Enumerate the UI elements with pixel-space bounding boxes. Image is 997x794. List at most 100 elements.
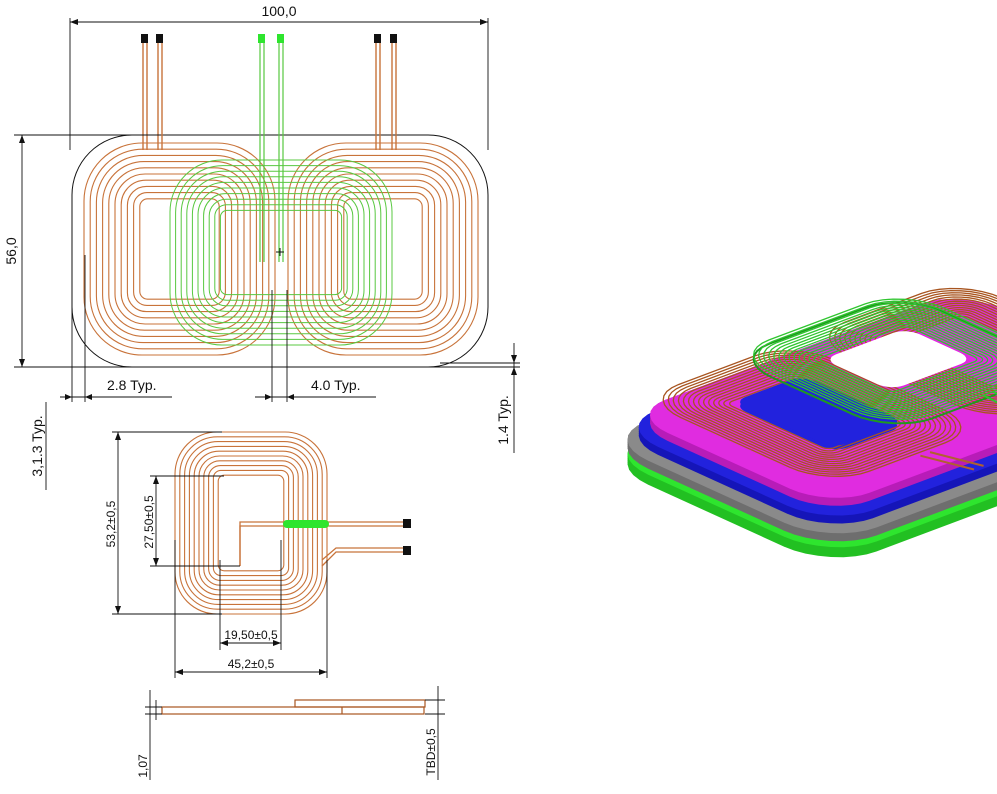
single-outer-lead bbox=[321, 551, 404, 567]
center-mark bbox=[276, 248, 284, 256]
dim-outer-width: 45,2±0,5 bbox=[174, 540, 328, 678]
iso-right-coil-turn bbox=[864, 302, 997, 400]
iso-center-coil-turn bbox=[773, 306, 997, 412]
lead-terminal bbox=[374, 34, 381, 43]
right-coil-turn bbox=[312, 167, 454, 331]
dim-inner-width-label: 19,50±0,5 bbox=[224, 628, 278, 642]
single-outer-lead bbox=[321, 547, 404, 561]
center-coil-turn bbox=[180, 170, 382, 335]
dim-width-label: 100,0 bbox=[261, 3, 296, 19]
center-coil-turn bbox=[197, 187, 365, 318]
dim-total-label: TBD±0,5 bbox=[424, 728, 438, 776]
center-coil-turn bbox=[175, 165, 387, 340]
dim-outer-height-label: 53,2±0,5 bbox=[104, 500, 118, 547]
dim-total: TBD±0,5 bbox=[424, 686, 445, 780]
center-coil-turn bbox=[214, 204, 348, 301]
iso-center-coil-turn bbox=[808, 321, 989, 397]
iso-center-coil-turn bbox=[752, 298, 997, 420]
dim-offset-left: 3,1.3 Typ. bbox=[29, 402, 47, 490]
dim-outer-width-label: 45,2±0,5 bbox=[228, 657, 275, 671]
center-coil-windings bbox=[169, 159, 393, 346]
lead-terminal bbox=[277, 34, 284, 43]
left-coil-windings bbox=[83, 142, 276, 356]
single-inner-lead bbox=[239, 525, 404, 566]
left-coil-turn bbox=[83, 142, 276, 356]
center-coil-turn bbox=[191, 181, 371, 324]
single-lead-terminal bbox=[403, 519, 411, 528]
left-coil-turn bbox=[108, 167, 251, 331]
iso-center-coil-turn bbox=[768, 304, 997, 414]
dim-offset-right: 1.4 Typ. bbox=[380, 343, 520, 453]
side-view: 1,07 TBD±0,5 bbox=[136, 686, 445, 780]
left-coil-turn bbox=[114, 173, 245, 325]
iso-center-coil-turn bbox=[763, 302, 997, 416]
right-coil-windings bbox=[287, 142, 479, 356]
dim-inner-height-label: 27,50±0,5 bbox=[142, 495, 156, 549]
center-coil-turn bbox=[203, 193, 359, 312]
iso-left-coil-turn bbox=[667, 352, 957, 475]
lead-terminal bbox=[390, 34, 397, 43]
single-lead-terminal bbox=[403, 546, 411, 555]
iso-left-coil-turn bbox=[718, 373, 906, 454]
dim-outer-height: 53,2±0,5 bbox=[104, 431, 222, 615]
iso-left-coil-turn bbox=[677, 356, 947, 471]
iso-left-coil-turn bbox=[713, 371, 911, 456]
right-coil-turn bbox=[306, 161, 460, 337]
iso-center-coil-turn bbox=[798, 317, 997, 401]
left-coil-turn bbox=[133, 192, 226, 306]
top-view: 100,0 56,0 2.8 Typ. 4.0 Typ. bbox=[3, 3, 520, 490]
dim-thickness-label: 1,07 bbox=[136, 754, 150, 778]
center-core-opening bbox=[830, 331, 967, 388]
right-coil-turn bbox=[343, 198, 423, 300]
lead-terminal bbox=[258, 34, 265, 43]
dim-center-gap: 4.0 Typ. bbox=[255, 290, 376, 402]
left-coil-turn bbox=[89, 148, 270, 350]
iso-center-coil-turn bbox=[813, 323, 984, 395]
single-coil-turn bbox=[217, 474, 285, 572]
iso-center-coil-turn bbox=[788, 313, 997, 406]
iso-left-coil-turn bbox=[702, 367, 922, 461]
side-upper-strip bbox=[294, 699, 426, 708]
iso-center-coil-turn bbox=[758, 300, 997, 418]
iso-left-coil-turn bbox=[708, 369, 916, 458]
iso-center-coil-turn bbox=[778, 309, 997, 410]
right-coil-turn bbox=[299, 154, 467, 344]
center-coil-turn bbox=[169, 159, 393, 346]
dim-thickness: 1,07 bbox=[136, 690, 162, 780]
isometric-stack bbox=[627, 287, 997, 558]
iso-center-coil-turn bbox=[783, 311, 997, 408]
right-coil-turn bbox=[287, 142, 479, 356]
iso-center-coil-turn bbox=[793, 315, 997, 404]
iso-copper-lead bbox=[920, 454, 975, 471]
single-coil-turn bbox=[212, 469, 290, 577]
iso-right-coil-turn bbox=[849, 296, 997, 406]
coil-leads bbox=[141, 34, 397, 262]
dim-width: 100,0 bbox=[69, 3, 489, 150]
dim-offset-right-label: 1.4 Typ. bbox=[495, 395, 511, 445]
iso-right-coil-turn bbox=[839, 292, 997, 411]
iso-right-coil-turn bbox=[854, 298, 997, 404]
left-coil-turn bbox=[139, 198, 220, 300]
dim-outer-gap-label: 2.8 Typ. bbox=[107, 377, 157, 393]
single-coil-leads bbox=[239, 519, 411, 567]
right-coil-turn bbox=[337, 192, 429, 306]
side-lower-strip bbox=[161, 706, 425, 715]
dim-height-label: 56,0 bbox=[3, 237, 19, 264]
lead-terminal bbox=[156, 34, 163, 43]
iso-left-coil-turn bbox=[723, 375, 901, 452]
dim-center-gap-label: 4.0 Typ. bbox=[311, 377, 361, 393]
dim-height: 56,0 bbox=[3, 134, 160, 368]
left-coil-turn bbox=[95, 154, 264, 344]
right-coil-turn bbox=[318, 173, 448, 325]
lead-terminal bbox=[141, 34, 148, 43]
left-core-opening-top bbox=[740, 378, 898, 446]
isometric-view bbox=[627, 287, 997, 558]
iso-center-coil-turn bbox=[819, 326, 978, 393]
dim-offset-left-label: 3,1.3 Typ. bbox=[29, 415, 45, 476]
center-coil-turn bbox=[219, 209, 343, 296]
iso-left-coil-turn bbox=[672, 354, 952, 473]
dim-outer-gap: 2.8 Typ. bbox=[60, 250, 172, 402]
single-crossover-insulation bbox=[283, 520, 329, 528]
iso-center-coil-turn bbox=[803, 319, 994, 399]
